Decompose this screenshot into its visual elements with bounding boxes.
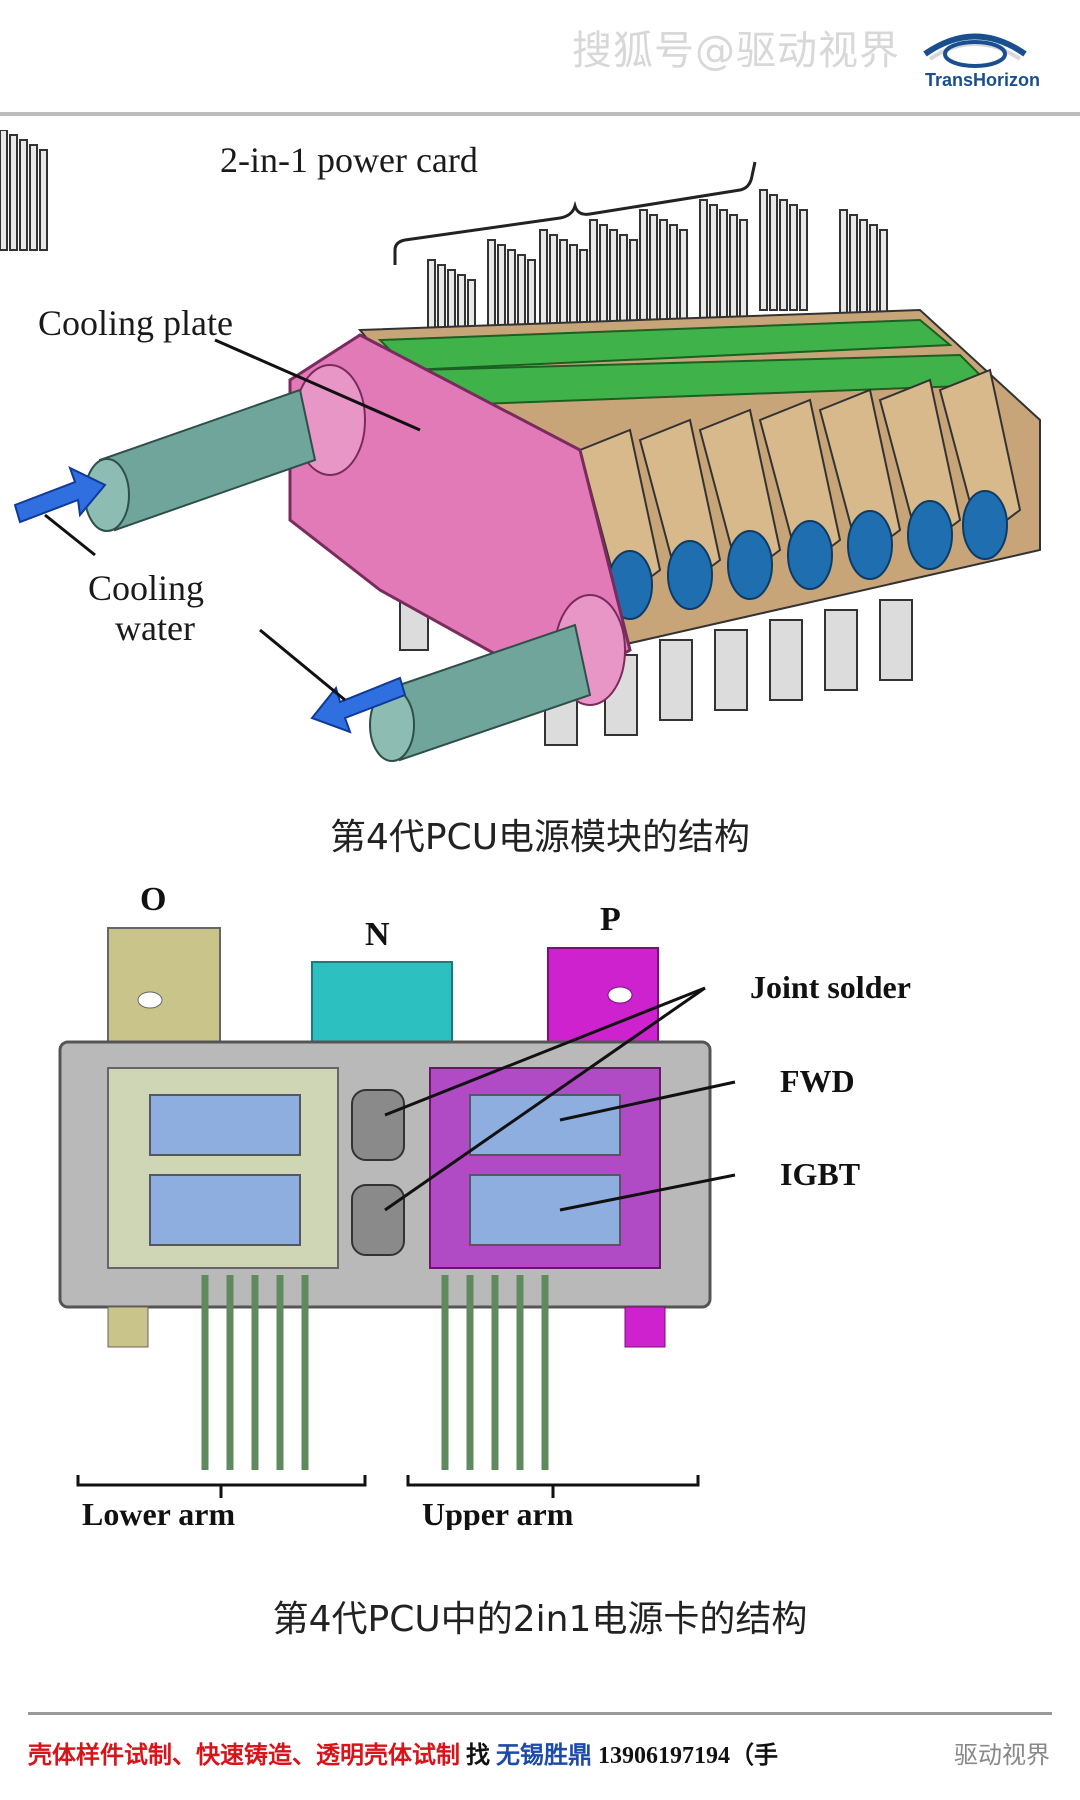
footer-ad: 壳体样件试制、快速铸造、透明壳体试制 找 无锡胜鼎 13906197194（手 bbox=[28, 1735, 778, 1770]
joint-solder-upper bbox=[351, 1089, 405, 1161]
two-in-one-power-card-diagram: O N P Joint solder FWD IGBT Lower arm Up… bbox=[58, 881, 911, 1530]
figure2-caption: 第4代PCU中的2in1电源卡的结构 bbox=[272, 1599, 808, 1640]
label-cooling-water-1: Cooling bbox=[88, 568, 204, 608]
label-igbt: IGBT bbox=[780, 1156, 860, 1192]
inflow-arrow bbox=[13, 466, 107, 524]
label-lower-arm: Lower arm bbox=[82, 1496, 235, 1530]
footer-watermark: 驱动视界 bbox=[954, 1741, 1050, 1769]
header-divider bbox=[0, 112, 1080, 116]
upper-arm-bracket bbox=[406, 1475, 700, 1498]
pins-group bbox=[0, 130, 888, 381]
terminal-o bbox=[107, 927, 221, 1059]
footer-ad-text: 壳体样件试制、快速铸造、透明壳体试制 bbox=[28, 1743, 460, 1769]
label-joint-solder: Joint solder bbox=[750, 969, 911, 1005]
cooling-water-leader-2 bbox=[259, 628, 346, 702]
footer-phone: 13906197194（手 bbox=[598, 1743, 778, 1769]
power-card-stack bbox=[357, 308, 1041, 746]
header-watermark: 搜狐号@驱动视界 bbox=[572, 28, 900, 74]
label-p: P bbox=[600, 901, 621, 938]
cooling-water-leader-1 bbox=[44, 513, 96, 557]
footer-divider bbox=[28, 1712, 1052, 1715]
label-o: O bbox=[140, 881, 166, 918]
upper-fwd-chip bbox=[469, 1094, 621, 1156]
label-fwd: FWD bbox=[780, 1063, 855, 1099]
pcu-power-module-diagram: 2-in-1 power card Cooling plate Cooling … bbox=[0, 130, 1041, 762]
label-cooling-plate: Cooling plate bbox=[38, 303, 233, 343]
upper-igbt-chip bbox=[469, 1174, 621, 1246]
label-n: N bbox=[365, 916, 390, 953]
cooling-plate-leader bbox=[214, 338, 421, 432]
footer-find: 找 bbox=[466, 1743, 490, 1769]
lower-fwd-chip bbox=[149, 1094, 301, 1156]
label-upper-arm: Upper arm bbox=[422, 1496, 574, 1530]
cooling-pipes bbox=[84, 388, 592, 762]
label-cooling-water-2: water bbox=[115, 608, 195, 648]
transhorizon-logo-icon bbox=[923, 33, 1027, 68]
joint-solder-lower bbox=[351, 1184, 405, 1256]
lower-igbt-chip bbox=[149, 1174, 301, 1246]
logo-text: TransHorizon bbox=[924, 70, 1040, 90]
footer-company: 无锡胜鼎 bbox=[496, 1743, 592, 1769]
label-power-card: 2-in-1 power card bbox=[220, 140, 478, 180]
figure1-caption: 第4代PCU电源模块的结构 bbox=[329, 817, 751, 858]
lower-arm-bracket bbox=[76, 1475, 367, 1498]
power-card-brace bbox=[393, 161, 757, 265]
